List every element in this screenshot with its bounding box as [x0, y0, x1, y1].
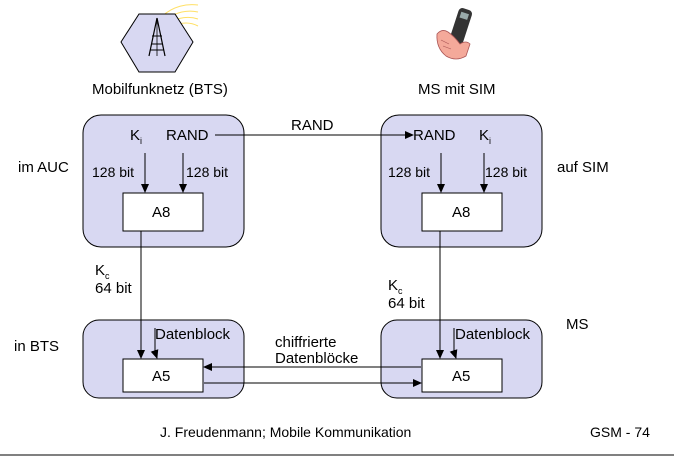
rand-transfer-label: RAND: [291, 117, 334, 134]
bts-datablock-label: Datenblock: [155, 326, 231, 343]
bts-label: Mobilfunknetz (BTS): [92, 81, 228, 98]
ms-datablock-arrow: [449, 328, 458, 359]
bts-side-label: in BTS: [14, 338, 59, 355]
ms-label: MS mit SIM: [418, 81, 496, 98]
footer-author: J. Freudenmann; Mobile Kommunikation: [160, 424, 411, 440]
auc-ki-label: Ki: [130, 127, 142, 146]
sim-a8-box: [421, 192, 503, 232]
auc-a8-box: [122, 192, 204, 232]
sim-a8-label: A8: [452, 204, 470, 221]
sim-rand-label: RAND: [413, 127, 456, 144]
auc-side-label: im AUC: [18, 159, 69, 176]
footer-page: GSM - 74: [590, 424, 650, 440]
kc-right-bits: 64 bit: [388, 295, 426, 312]
cipher-label-2: Datenblöcke: [275, 350, 358, 367]
auc-bits-right: 128 bit: [186, 164, 228, 180]
auc-bits-left: 128 bit: [92, 164, 134, 180]
kc-left-bits: 64 bit: [95, 280, 133, 297]
ms-a5-label: A5: [452, 368, 470, 385]
sim-ki-label: Ki: [479, 127, 491, 146]
auc-a8-label: A8: [152, 204, 170, 221]
bts-datablock-arrow: [150, 328, 159, 359]
cipher-label-1: chiffrierte: [275, 334, 336, 351]
sim-bits-right: 128 bit: [485, 164, 527, 180]
kc-left-label: Kc: [95, 262, 110, 281]
bts-a5-label: A5: [152, 368, 170, 385]
sim-bits-left: 128 bit: [388, 164, 430, 180]
auc-rand-label: RAND: [166, 127, 209, 144]
ms-datablock-label: Datenblock: [455, 326, 531, 343]
ms-a5-box: [421, 358, 503, 393]
bts-a5-box: [122, 358, 204, 393]
kc-right-label: Kc: [388, 277, 403, 296]
sim-side-label: auf SIM: [557, 159, 609, 176]
ms-side-label: MS: [566, 316, 589, 333]
mobile-phone-icon: [436, 8, 473, 60]
bts-antenna-icon: [120, 4, 199, 73]
